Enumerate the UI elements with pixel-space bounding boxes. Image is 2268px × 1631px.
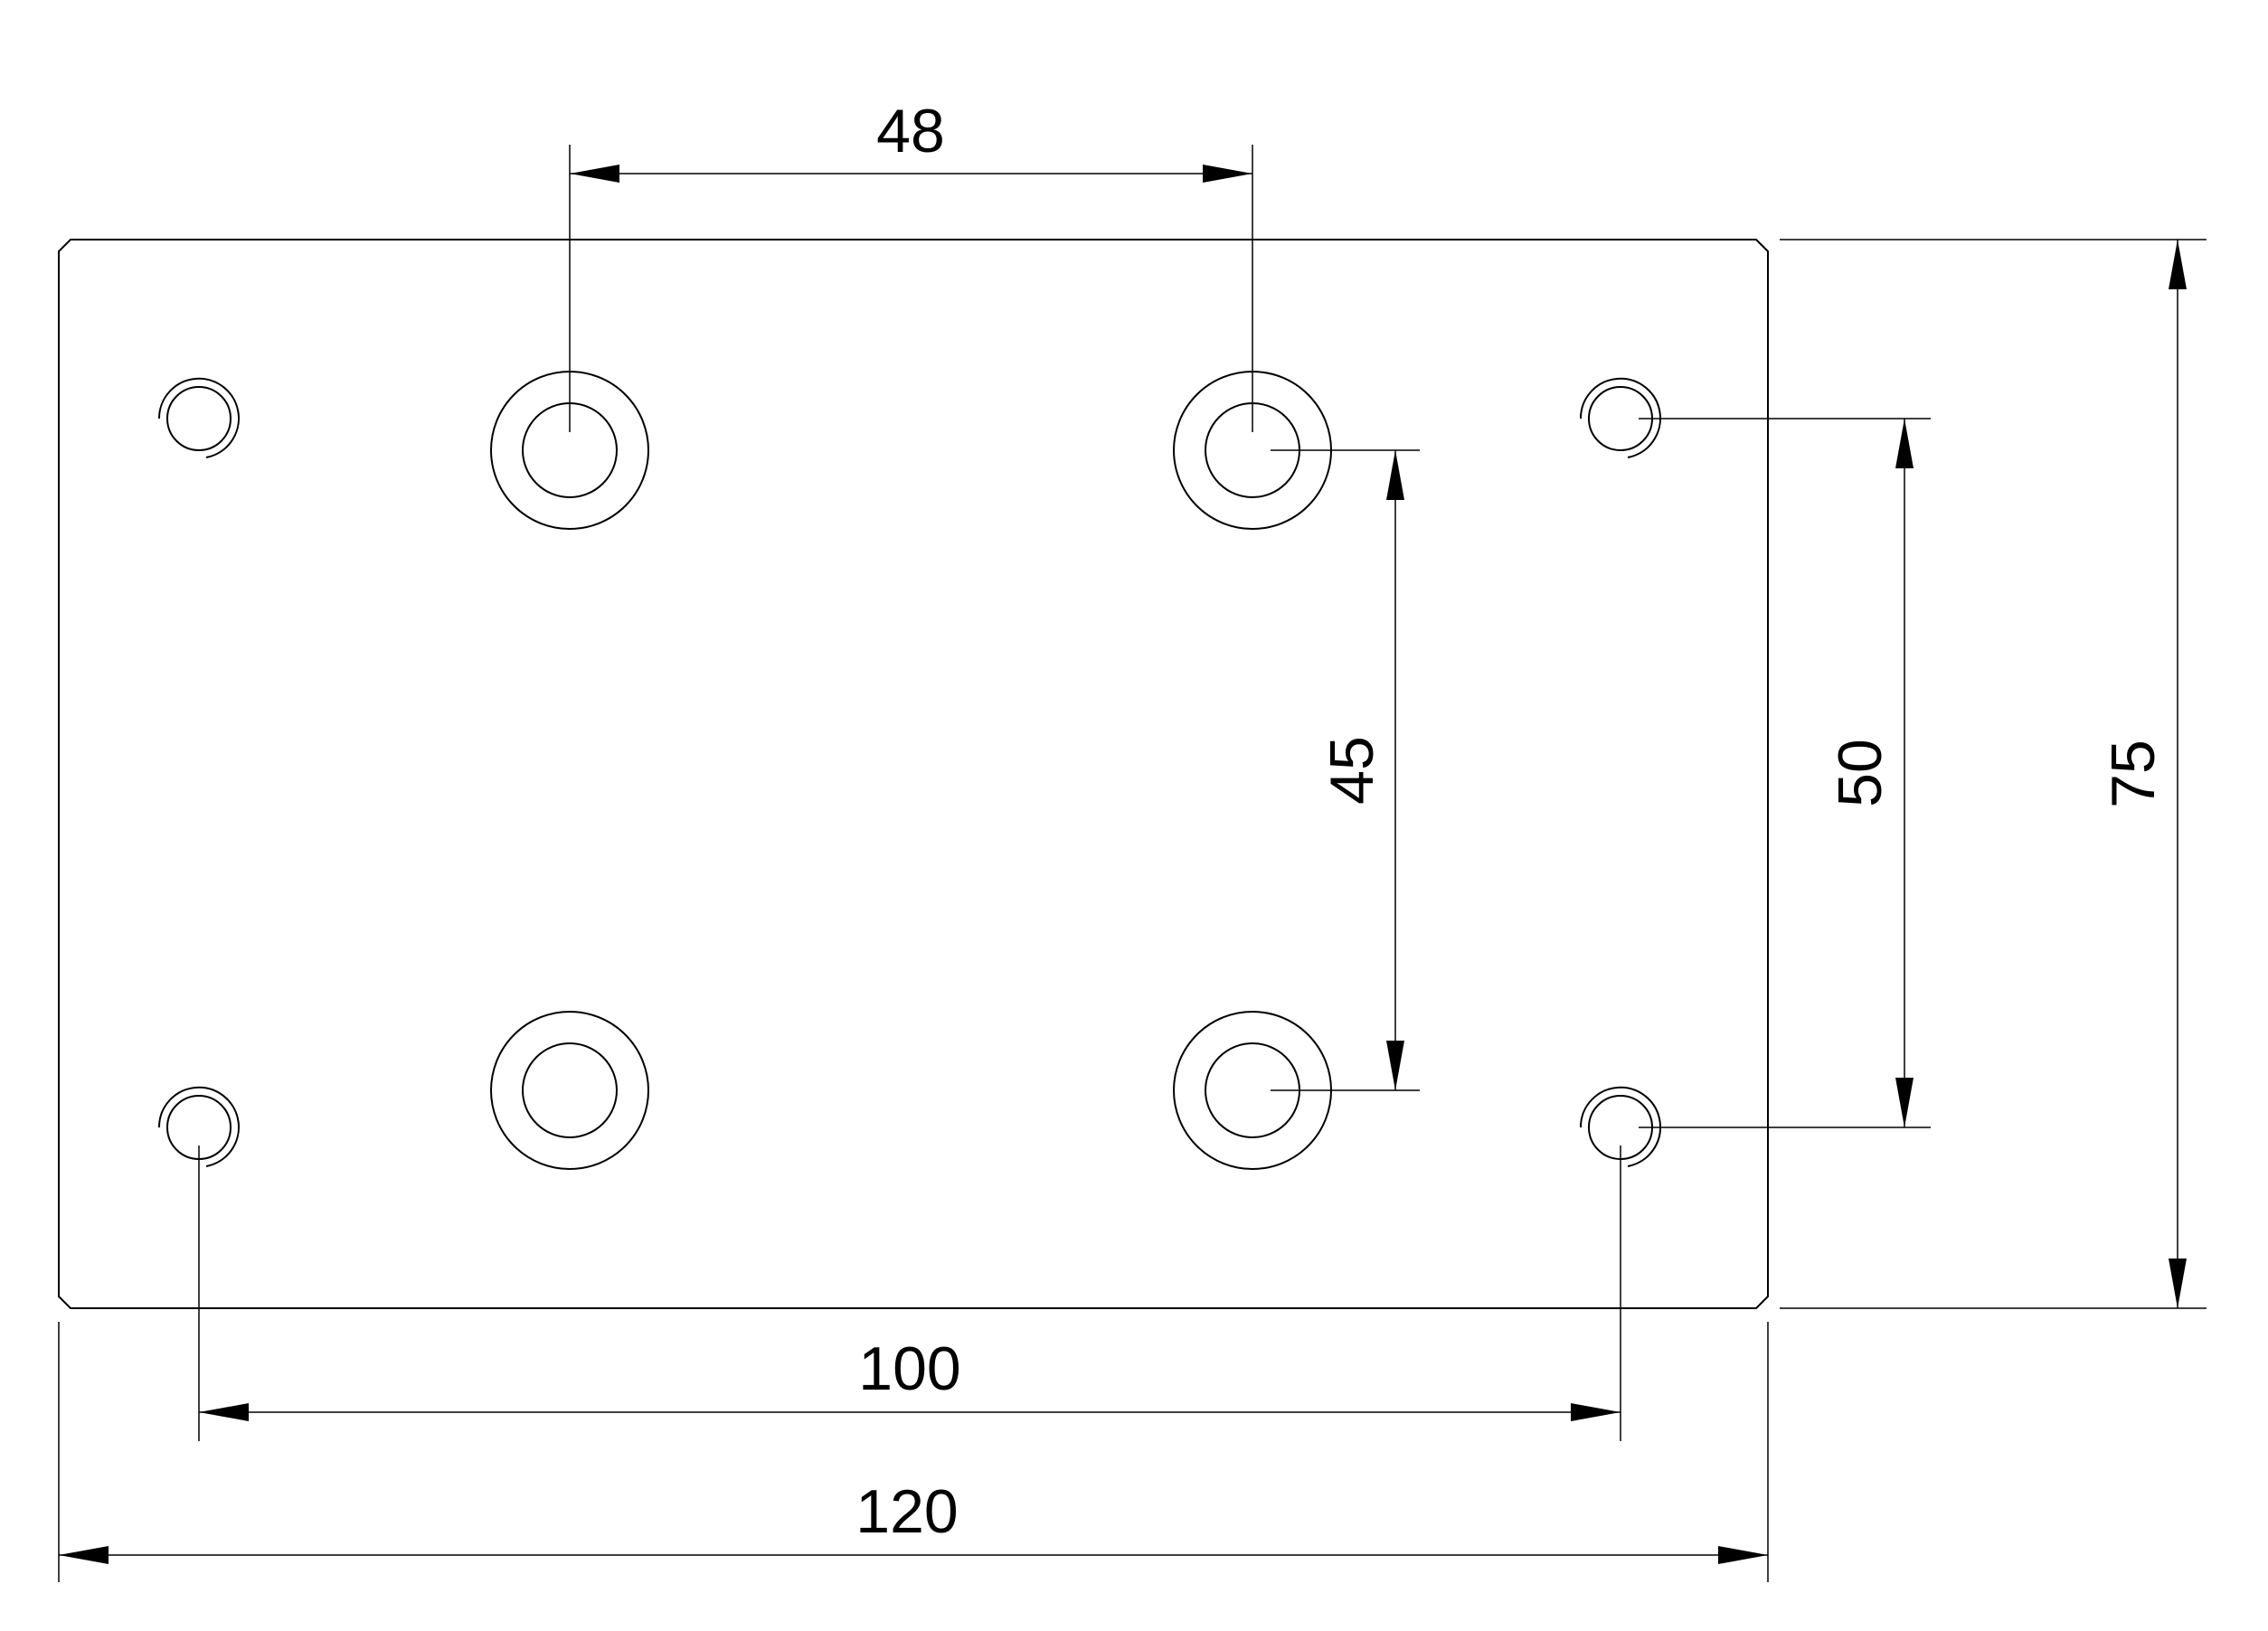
- dimension-48: 48: [569, 97, 1253, 432]
- dimension-50: 50: [1639, 418, 1931, 1128]
- dimension-label-120: 120: [855, 1477, 958, 1546]
- small-hole-top-left: [157, 377, 240, 458]
- plate-outline: [58, 239, 1769, 1309]
- dimension-label-48: 48: [876, 97, 945, 165]
- dimension-label-75: 75: [2099, 740, 2168, 808]
- dimension-120: 120: [58, 1322, 1769, 1582]
- dimension-label-45: 45: [1318, 736, 1386, 805]
- dimension-100: 100: [198, 1145, 1621, 1441]
- large-hole-bottom-left: [490, 1011, 649, 1170]
- dimension-label-50: 50: [1826, 739, 1895, 807]
- dimension-75: 75: [1780, 239, 2207, 1309]
- dimension-label-100: 100: [858, 1334, 960, 1403]
- dimension-45: 45: [1271, 449, 1420, 1091]
